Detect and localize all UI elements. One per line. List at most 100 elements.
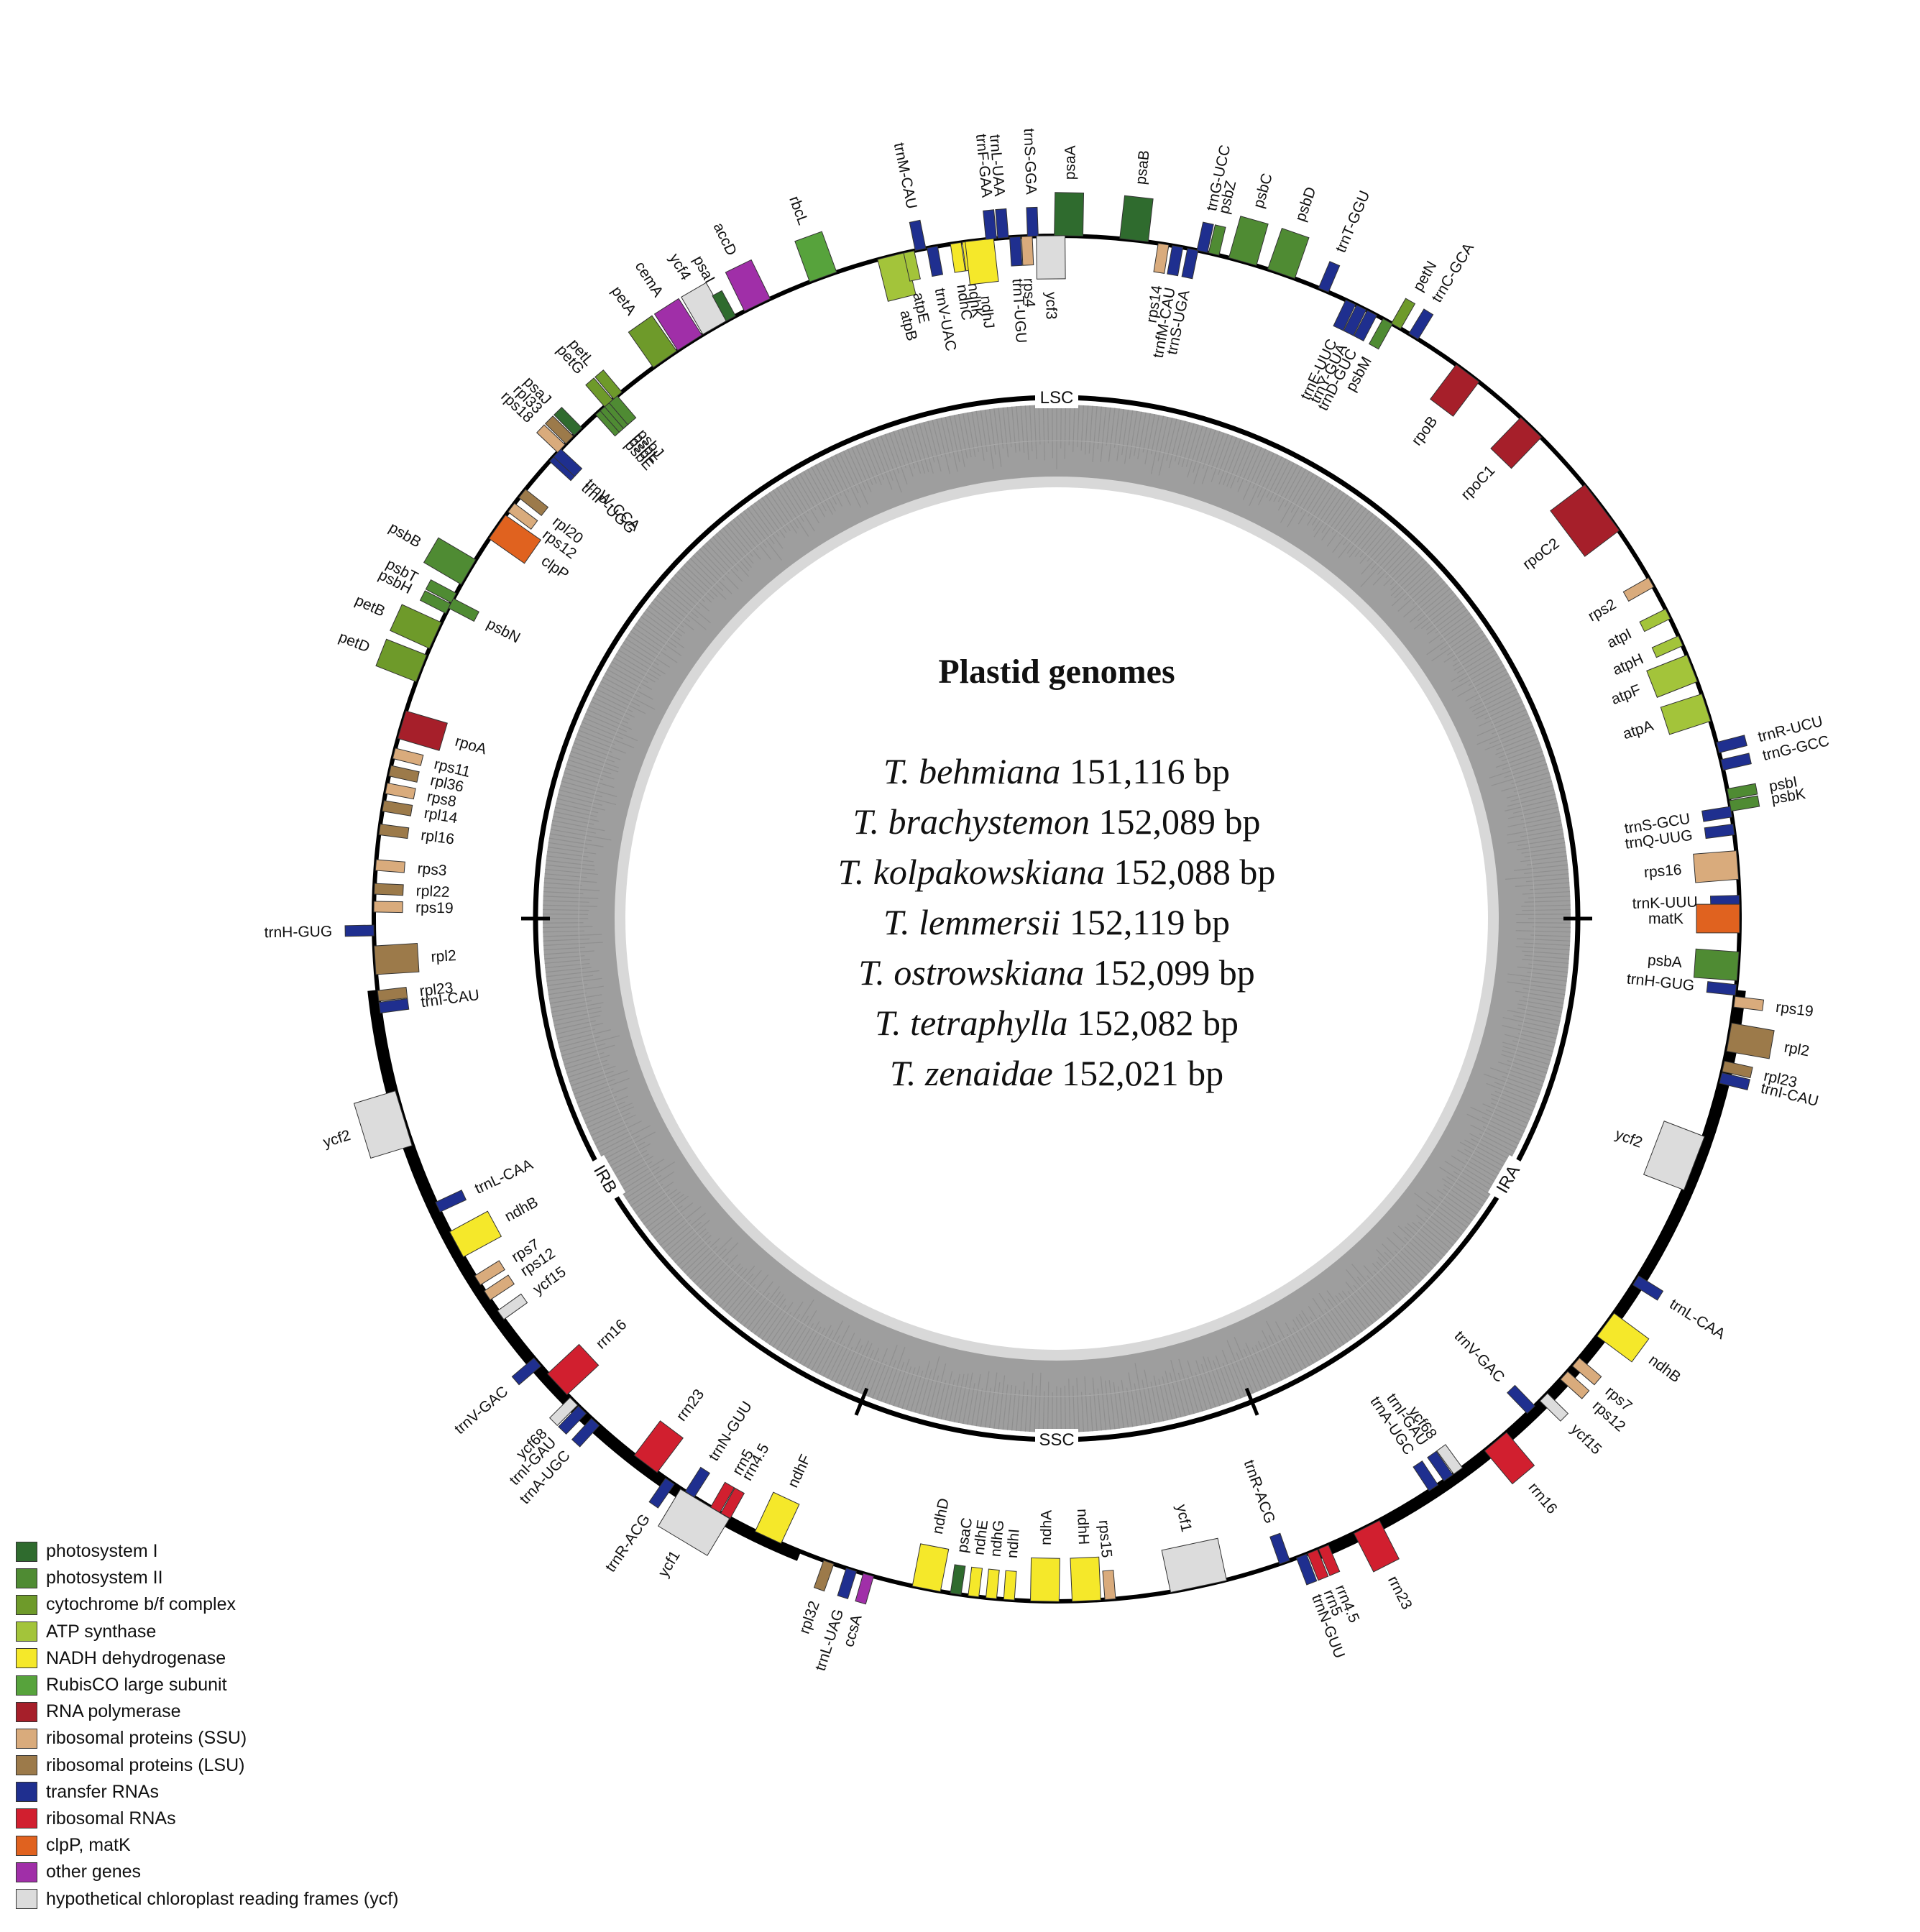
gene-psbj: [608, 395, 637, 426]
gene-trnl-uag: [837, 1568, 858, 1600]
gene-accd: [725, 259, 771, 312]
legend-item-psII: photosystem II: [16, 1565, 399, 1591]
gene-label: rpl2: [1783, 1039, 1810, 1060]
svg-text:SSC: SSC: [1039, 1430, 1074, 1450]
gene-label: rrn23: [1384, 1573, 1415, 1612]
gene-label: psbN: [484, 615, 523, 646]
gene-ycf3: [1036, 235, 1066, 280]
gene-ycf68: [1436, 1444, 1464, 1475]
gene-rps4: [1021, 236, 1034, 266]
gene-trnt-ggu: [1318, 261, 1341, 293]
gene-ndhh: [1070, 1556, 1101, 1602]
gene-label: cemA: [632, 259, 666, 300]
gene-label: rpl22: [415, 883, 450, 901]
gene-trnl-caa: [1632, 1275, 1664, 1301]
gene-rps11: [392, 748, 424, 766]
gene-psab: [1119, 195, 1154, 242]
legend-label: hypothetical chloroplast reading frames …: [46, 1888, 399, 1909]
svg-text:LSC: LSC: [1040, 388, 1074, 408]
gene-label: psaB: [1132, 150, 1152, 185]
gene-trns-gga: [1026, 206, 1039, 237]
gene-label: rrn16: [593, 1316, 630, 1352]
gene-label: petB: [352, 592, 387, 620]
gene-label: atpI: [1604, 625, 1635, 651]
gene-rpob: [1430, 364, 1480, 417]
gene-label: ycf1: [655, 1548, 684, 1581]
gene-trny-gua: [1343, 304, 1367, 336]
gene-label: trnH-GUG: [264, 924, 332, 942]
legend-item-cyt: cytochrome b/f complex: [16, 1591, 399, 1618]
gene-label: trnV-GAC: [1451, 1328, 1508, 1386]
legend-label: RNA polymerase: [46, 1701, 181, 1722]
legend-swatch: [16, 1728, 37, 1749]
legend-item-rpo: RNA polymerase: [16, 1698, 399, 1725]
gene-rps12: [507, 502, 538, 530]
gene-trnw-cca: [553, 448, 583, 477]
gene-trnq-uug: [1704, 824, 1735, 840]
gene-label: ycf2: [1613, 1126, 1645, 1151]
gene-atpe: [903, 250, 921, 282]
gene-ndhf: [754, 1491, 800, 1545]
gene-rpl2: [1726, 1022, 1775, 1059]
gene-trnt-ugu: [1009, 236, 1023, 267]
gene-matk: [1696, 903, 1740, 934]
gene-rpl36: [388, 765, 420, 783]
legend-item-rps: ribosomal proteins (SSU): [16, 1725, 399, 1752]
gene-ycf15: [1539, 1392, 1569, 1422]
gene-rps15: [1102, 1570, 1116, 1601]
gene-ndhi: [1003, 1570, 1017, 1601]
gene-ycf15: [497, 1293, 528, 1320]
gene-label: trnS-GGA: [1021, 128, 1039, 195]
gene-trnh-gug: [344, 924, 375, 937]
legend-item-psI: photosystem I: [16, 1538, 399, 1565]
gene-psai: [712, 290, 736, 322]
gene-rps16: [1693, 850, 1740, 883]
gene-label: psbC: [1250, 172, 1275, 210]
gene-rps12: [1560, 1371, 1590, 1399]
gene-psbm: [1368, 318, 1393, 350]
genome-size-line: T. kolpakowskiana 152,088 bp: [838, 852, 1276, 892]
gene-ycf1: [1161, 1537, 1228, 1593]
gene-trnh-gug: [1706, 981, 1737, 996]
legend-swatch: [16, 1835, 37, 1856]
gene-label: trnT-UGU: [1009, 278, 1029, 344]
gene-trnd-guc: [1353, 310, 1377, 341]
gene-trnm-cau: [909, 219, 927, 252]
legend-swatch: [16, 1782, 37, 1803]
genome-size-line: T. behmiana 151,116 bp: [883, 751, 1230, 791]
gene-psac: [950, 1564, 966, 1596]
legend-label: transfer RNAs: [46, 1781, 159, 1802]
region-label-ssc: SSC: [1035, 1429, 1078, 1450]
gene-trnv-uac: [926, 245, 944, 277]
gene-rpl23: [1722, 1060, 1753, 1079]
gene-ccsa: [855, 1573, 874, 1605]
gene-label: ycf3: [1042, 292, 1059, 320]
gene-ycf2: [353, 1090, 413, 1159]
gene-trni-cau: [1719, 1072, 1750, 1090]
gene-label: psaI: [690, 253, 718, 286]
legend-swatch: [16, 1648, 37, 1669]
gene-label: psbB: [386, 519, 424, 551]
gene-trnr-acg: [1269, 1532, 1290, 1565]
genome-size-list: T. behmiana 151,116 bpT. brachystemon 15…: [838, 751, 1276, 1093]
gene-label: ndhD: [929, 1497, 952, 1536]
gene-label: ycf15: [1568, 1421, 1605, 1458]
gene-label: rpl23: [418, 980, 454, 1000]
gene-petb: [390, 604, 442, 649]
gene-rpl32: [813, 1560, 835, 1592]
gene-trnl-uaa: [995, 208, 1009, 239]
gene-label: ndhI: [1004, 1528, 1023, 1558]
gene-rps7: [474, 1260, 505, 1286]
gene-ndhe: [968, 1566, 983, 1598]
legend-swatch: [16, 1675, 37, 1696]
gene-label: rps2: [1585, 596, 1619, 625]
gene-label: ndhA: [1038, 1510, 1055, 1545]
gene-ndhb: [1597, 1312, 1650, 1363]
gene-rrn16: [1484, 1432, 1535, 1485]
gene-label: psaA: [1062, 145, 1079, 180]
gene-rps19: [373, 901, 403, 914]
legend-label: other genes: [46, 1862, 142, 1882]
gene-rpl23: [377, 987, 408, 1002]
